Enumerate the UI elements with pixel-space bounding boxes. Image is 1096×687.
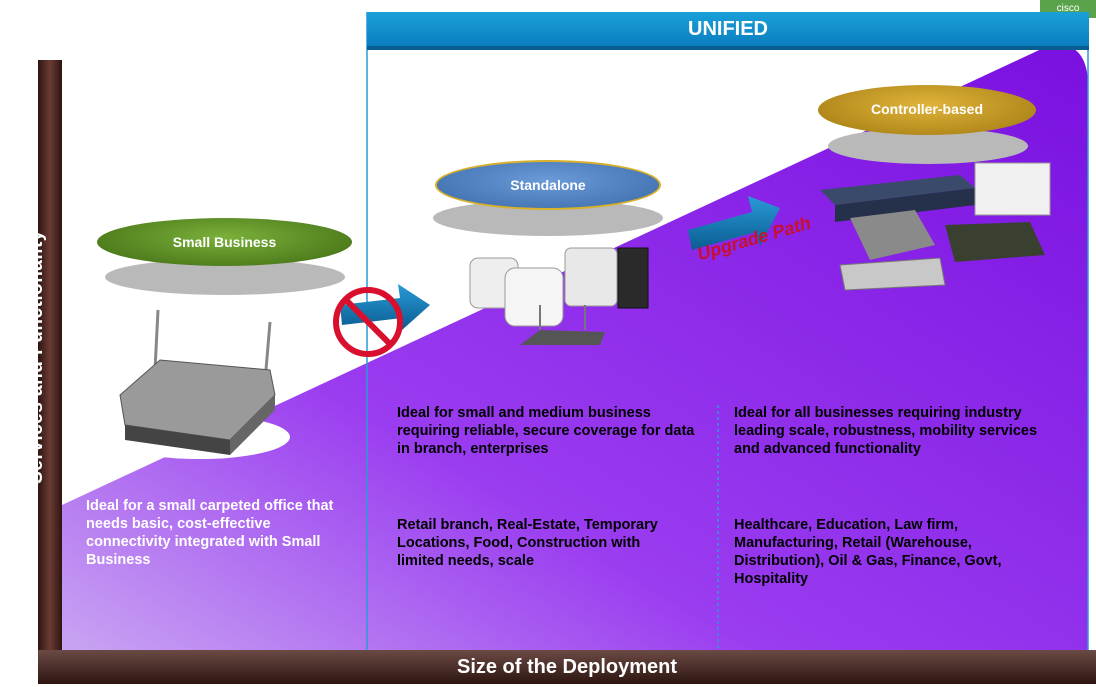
standalone-description: Ideal for small and medium business requ… [397,405,695,457]
controller-ellipse: Controller-based [818,85,1036,135]
small-business-description: Ideal for a small carpeted office that n… [86,498,334,568]
router-image [119,309,276,455]
standalone-use-cases: Retail branch, Real-Estate, Temporary Lo… [397,517,658,569]
standalone-aps-image [469,247,649,345]
prohibited-icon [333,287,403,357]
upgrade-arrow [688,196,780,250]
small-business-ellipse: Small Business [97,218,352,266]
controller-use-cases: Healthcare, Education, Law firm, Manufac… [734,517,1002,587]
controller-shadow [828,128,1028,164]
standalone-shadow [433,200,663,236]
controller-label: Controller-based [870,101,983,117]
small-business-shadow [105,259,345,295]
standalone-ellipse: Standalone [435,160,661,210]
y-axis-label: Services and Functionality [26,230,47,484]
standalone-label: Standalone [510,177,586,193]
x-axis-label: Size of the Deployment [38,650,1096,684]
controller-description: Ideal for all businesses requiring indus… [734,405,1038,457]
unified-banner: UNIFIED [367,12,1089,50]
controller-devices-image [820,162,1051,291]
y-axis-bar [38,60,62,658]
small-business-label: Small Business [172,234,277,250]
